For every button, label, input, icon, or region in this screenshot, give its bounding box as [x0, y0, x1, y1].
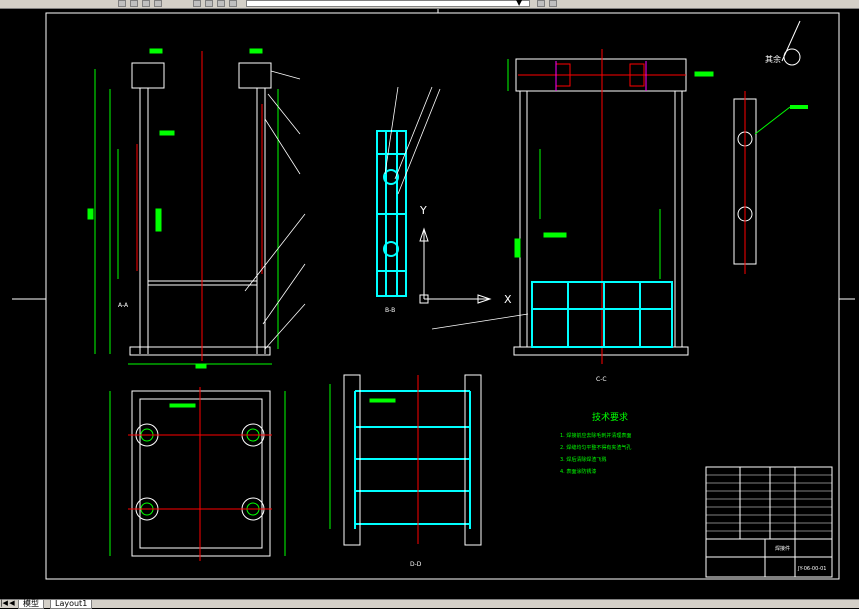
- plan-view: [109, 387, 286, 561]
- layer-state-icon[interactable]: [229, 0, 237, 7]
- title-block: 焊接件 JY-06-00-01: [705, 466, 833, 578]
- title-block-code: JY-06-00-01: [797, 566, 826, 572]
- layer-tool-icon[interactable]: [549, 0, 557, 7]
- layer-tool-icon[interactable]: [537, 0, 545, 7]
- tech-item: 1. 焊接前应去除毛刺并清理表面: [560, 432, 631, 439]
- toolbar-icon[interactable]: [142, 0, 150, 7]
- layer-dropdown[interactable]: [246, 0, 530, 7]
- toolbar: ▼: [0, 0, 859, 9]
- technical-requirements: 技术要求 1. 焊接前应去除毛刺并清理表面 2. 焊缝均匀平整不得有夹渣气孔 3…: [560, 411, 631, 475]
- tech-item: 2. 焊缝均匀平整不得有夹渣气孔: [560, 444, 631, 451]
- surface-note: 其余: [765, 54, 781, 64]
- tab-nav-first-icon[interactable]: |◀: [0, 599, 8, 607]
- layer-state-icon[interactable]: [193, 0, 201, 7]
- toolbar-icon[interactable]: [118, 0, 126, 7]
- layer-state-icon[interactable]: [205, 0, 213, 7]
- tech-item: 3. 焊后清除焊渣飞溅: [560, 456, 606, 463]
- title-block-name: 焊接件: [775, 545, 790, 552]
- tech-requirements-title: 技术要求: [592, 411, 628, 423]
- assembly-frame-view: [431, 49, 714, 364]
- toolbar-icon[interactable]: [154, 0, 162, 7]
- tab-layout1[interactable]: Layout1: [50, 599, 93, 609]
- axis-x-label: X: [504, 293, 512, 306]
- sheet-border: [12, 9, 855, 580]
- view-label: A-A: [118, 302, 129, 309]
- layer-state-icon[interactable]: [217, 0, 225, 7]
- view-label: D-D: [410, 561, 422, 568]
- side-plate-view: Y X: [376, 86, 512, 306]
- view-label: B-B: [385, 307, 395, 314]
- end-plate-view: 其余: [733, 20, 808, 274]
- axis-y-label: Y: [419, 204, 427, 217]
- view-label: C-C: [596, 376, 607, 383]
- front-frame-view: [87, 48, 306, 369]
- tab-model[interactable]: 模型: [18, 599, 44, 609]
- surface-finish-symbol: [781, 20, 801, 66]
- ladder-frame-view: [329, 374, 482, 546]
- tab-nav-prev-icon[interactable]: ◀: [9, 599, 15, 607]
- dropdown-arrow-icon[interactable]: ▼: [516, 0, 523, 7]
- drawing-canvas[interactable]: Y X: [0, 9, 859, 599]
- tech-item: 4. 表面涂防锈漆: [560, 468, 596, 475]
- toolbar-icon[interactable]: [130, 0, 138, 7]
